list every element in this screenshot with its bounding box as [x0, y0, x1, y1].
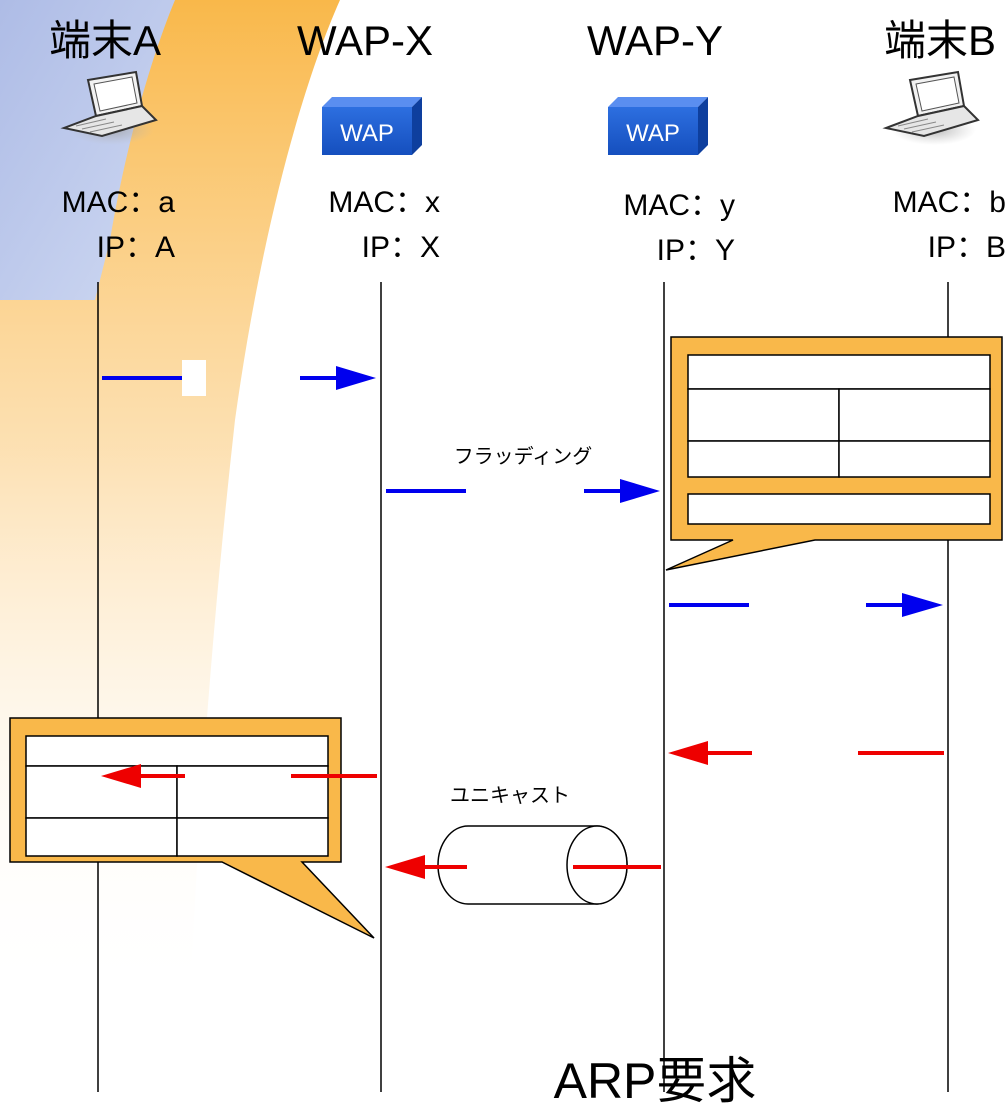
callout-table-cell: [25, 765, 178, 819]
node-name: 端末A: [49, 17, 161, 64]
ip-label: IP：Y: [657, 234, 735, 267]
callout-table-footer: [687, 493, 991, 525]
unicast-label: ユニキャスト: [450, 785, 570, 807]
callout-table-cell: [176, 765, 329, 819]
message-reply-x-to-a: [101, 764, 377, 788]
ip-label: IP：X: [362, 231, 440, 264]
node-name: WAP-X: [297, 17, 433, 64]
message-request-y-to-b: [669, 593, 943, 617]
callout-table-cell: [25, 817, 178, 857]
unicast-cylinder-icon: [437, 825, 628, 905]
message-request-x-to-y: フラッディング: [386, 445, 660, 503]
node-name: WAP-Y: [587, 17, 723, 64]
flooding-label: フラッディング: [454, 445, 593, 468]
callout-table-cell: [176, 817, 329, 857]
callout-table-header: [687, 354, 991, 390]
node-name: 端末B: [884, 17, 996, 64]
callout-table-cell: [687, 388, 840, 442]
mac-label: MAC：y: [623, 189, 735, 222]
ip-label: IP：B: [928, 231, 1006, 264]
callout-table-cell: [838, 388, 991, 442]
node-wap-y: WAP-Y WAP MAC：y IP：Y: [587, 17, 735, 267]
diagram-title: ARP要求: [554, 1053, 757, 1108]
laptop-icon: [60, 70, 158, 145]
mac-label: MAC：x: [328, 186, 440, 219]
callout-table-header: [25, 735, 329, 767]
laptop-icon: [882, 70, 980, 145]
wap-icon-label: WAP: [340, 120, 394, 147]
table-callout-wap-y: [665, 336, 1003, 571]
node-wap-x: WAP-X WAP MAC：x IP：X: [297, 17, 440, 264]
mac-label: MAC：b: [893, 186, 1006, 219]
callout-table-cell: [838, 440, 991, 478]
wap-icon: WAP: [608, 97, 708, 155]
message-request-a-to-x: [102, 360, 376, 396]
wap-icon-label: WAP: [626, 120, 680, 147]
table-callout-wap-x: [9, 717, 375, 939]
callout-table-cell: [687, 440, 840, 478]
wap-icon: WAP: [322, 97, 422, 155]
node-terminal-b: 端末B MAC：b IP：B: [882, 17, 1006, 264]
message-reply-y-to-x: ユニキャスト: [385, 785, 661, 879]
message-reply-b-to-y: [668, 741, 944, 765]
ip-label: IP：A: [97, 231, 175, 264]
node-terminal-a: 端末A MAC：a IP：A: [49, 17, 175, 264]
mac-label: MAC：a: [62, 186, 176, 219]
